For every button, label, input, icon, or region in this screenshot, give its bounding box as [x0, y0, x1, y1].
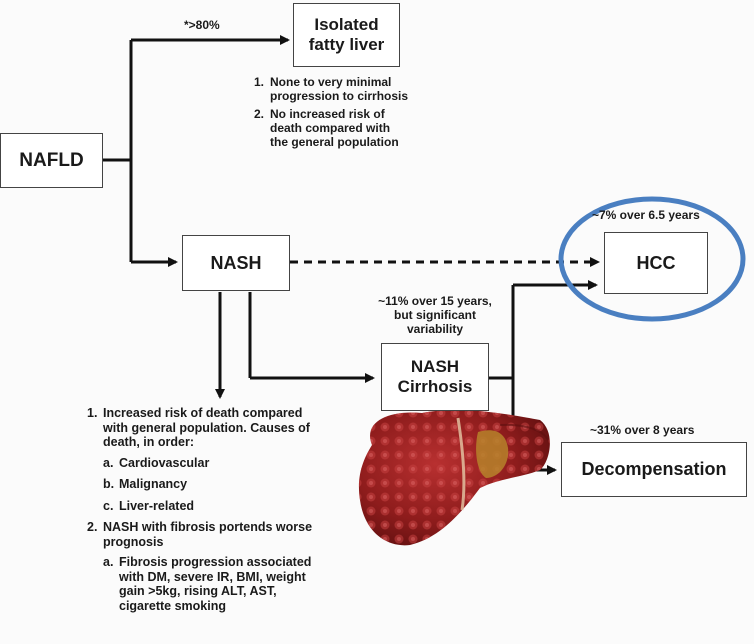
list-subitem: c. Liver-related	[103, 499, 377, 514]
edge-nafld-trunk	[103, 40, 133, 262]
nash-outcome-notes: 1. Increased risk of death compared with…	[87, 406, 377, 619]
list-text: Cardiovascular	[119, 455, 210, 470]
list-subitem: b. Malignancy	[103, 477, 377, 492]
node-nash-cirrhosis-label: NASH Cirrhosis	[397, 357, 473, 396]
list-text: No increased risk of death compared with…	[270, 107, 399, 149]
list-text: NASH with fibrosis portends worse progno…	[103, 520, 313, 549]
list-letter: a.	[103, 555, 114, 569]
list-number: 1.	[87, 406, 98, 420]
list-text: Fibrosis progression associated with DM,…	[119, 555, 312, 613]
node-nash-label: NASH	[210, 252, 262, 273]
list-text: None to very minimal progression to cirr…	[270, 75, 409, 103]
node-nash: NASH	[182, 235, 290, 291]
list-item: 2. No increased risk of death compared w…	[254, 107, 454, 149]
list-item: 2. NASH with fibrosis portends worse pro…	[87, 520, 377, 549]
node-nafld: NAFLD	[0, 133, 103, 188]
edge-label-to-cirrhosis: ~11% over 15 years, but significant vari…	[378, 294, 492, 336]
isolated-fatty-liver-notes: 1. None to very minimal progression to c…	[254, 75, 454, 155]
node-hcc: HCC	[604, 232, 708, 294]
node-decompensation-label: Decompensation	[581, 459, 727, 480]
list-number: 2.	[87, 520, 98, 534]
list-letter: c.	[103, 498, 114, 513]
list-subitem: a. Cardiovascular	[103, 456, 377, 471]
list-letter: a.	[103, 455, 114, 470]
edge-label-to-isolated: *>80%	[184, 18, 220, 32]
list-number: 2.	[254, 107, 265, 121]
node-hcc-label: HCC	[636, 252, 676, 273]
node-isolated-fatty-liver: Isolated fatty liver	[293, 3, 400, 67]
hcc-highlight-ring	[558, 196, 746, 322]
node-nash-cirrhosis: NASH Cirrhosis	[381, 343, 489, 411]
list-subitem: a. Fibrosis progression associated with …	[103, 555, 377, 613]
node-nafld-label: NAFLD	[19, 149, 84, 171]
node-decompensation: Decompensation	[561, 442, 747, 497]
list-text: Liver-related	[119, 498, 195, 513]
edge-label-to-hcc: ~7% over 6.5 years	[592, 208, 700, 222]
liver-illustration	[358, 410, 550, 546]
edge-nash-to-cirrhosis	[248, 292, 375, 383]
list-letter: b.	[103, 477, 115, 491]
list-item: 1. None to very minimal progression to c…	[254, 75, 454, 103]
edge-label-to-decompensation: ~31% over 8 years	[590, 423, 695, 437]
node-isolated-fatty-liver-label: Isolated fatty liver	[308, 15, 385, 54]
list-text: Malignancy	[119, 477, 188, 491]
list-number: 1.	[254, 75, 265, 89]
list-text: Increased risk of death compared with ge…	[103, 406, 310, 449]
list-item: 1. Increased risk of death compared with…	[87, 406, 377, 450]
